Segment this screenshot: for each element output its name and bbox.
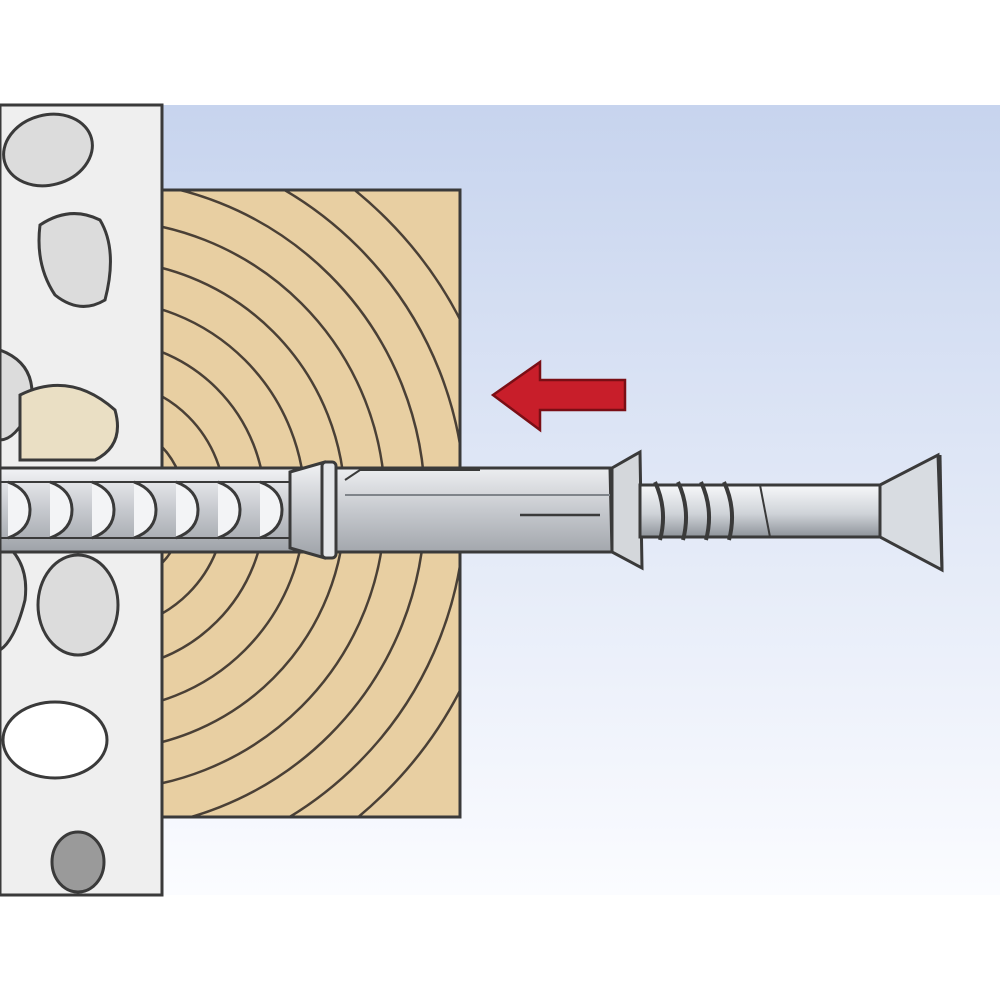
- insertion-direction-arrow-icon: [490, 359, 627, 433]
- countersunk-screw-icon: [638, 452, 944, 573]
- screw-thread: [653, 481, 735, 541]
- stone: [2, 112, 94, 188]
- stone: [36, 553, 120, 657]
- anti-rotation-collar: [320, 460, 338, 560]
- anchor-collar: [610, 449, 644, 571]
- stone: [0, 538, 28, 652]
- stone: [37, 212, 112, 308]
- plug-ribs: [7, 480, 284, 540]
- stone: [1, 700, 109, 780]
- frame-fixing-anchor-icon: [288, 449, 644, 571]
- stone: [18, 383, 119, 462]
- embedded-plug-section: [0, 466, 332, 554]
- stone: [50, 830, 106, 894]
